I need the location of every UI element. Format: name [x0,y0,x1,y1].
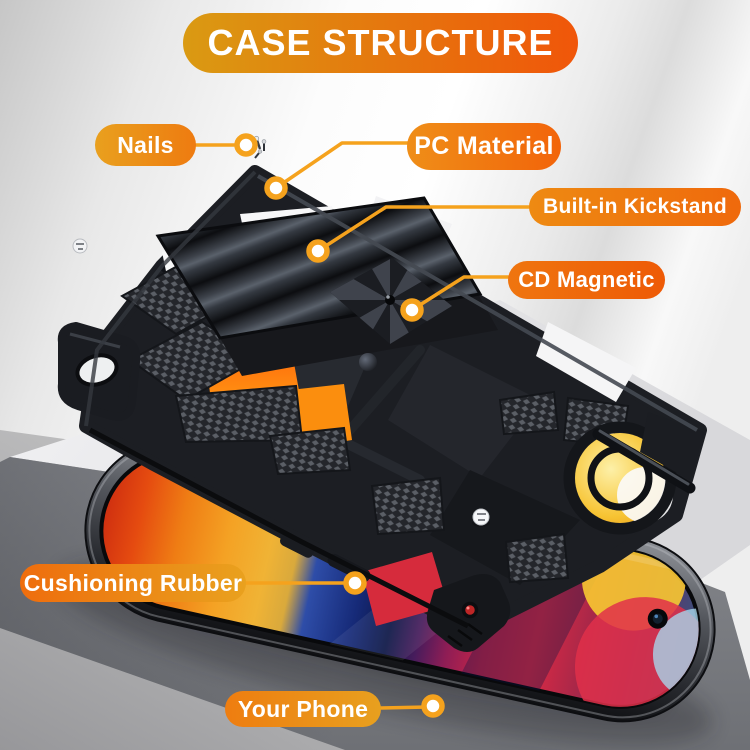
callout-label-nails: Nails [95,124,196,166]
armor-case [57,165,707,652]
red-screw [461,601,479,619]
callout-label-pc-material: PC Material [407,123,561,170]
screw [472,508,490,527]
corner-bumper [426,574,511,652]
screw [72,238,88,254]
left-bumper [57,322,141,421]
callout-label-your-phone: Your Phone [225,691,381,727]
callout-label-built-in-kickstand: Built-in Kickstand [529,188,741,226]
dome-stud [359,353,377,371]
camera-cutout [563,412,704,535]
front-camera [647,608,668,629]
callout-label-cd-magnetic: CD Magnetic [508,261,665,299]
callout-label-cushioning-rubber: Cushioning Rubber [20,564,246,602]
page-title: CASE STRUCTURE [183,13,578,73]
